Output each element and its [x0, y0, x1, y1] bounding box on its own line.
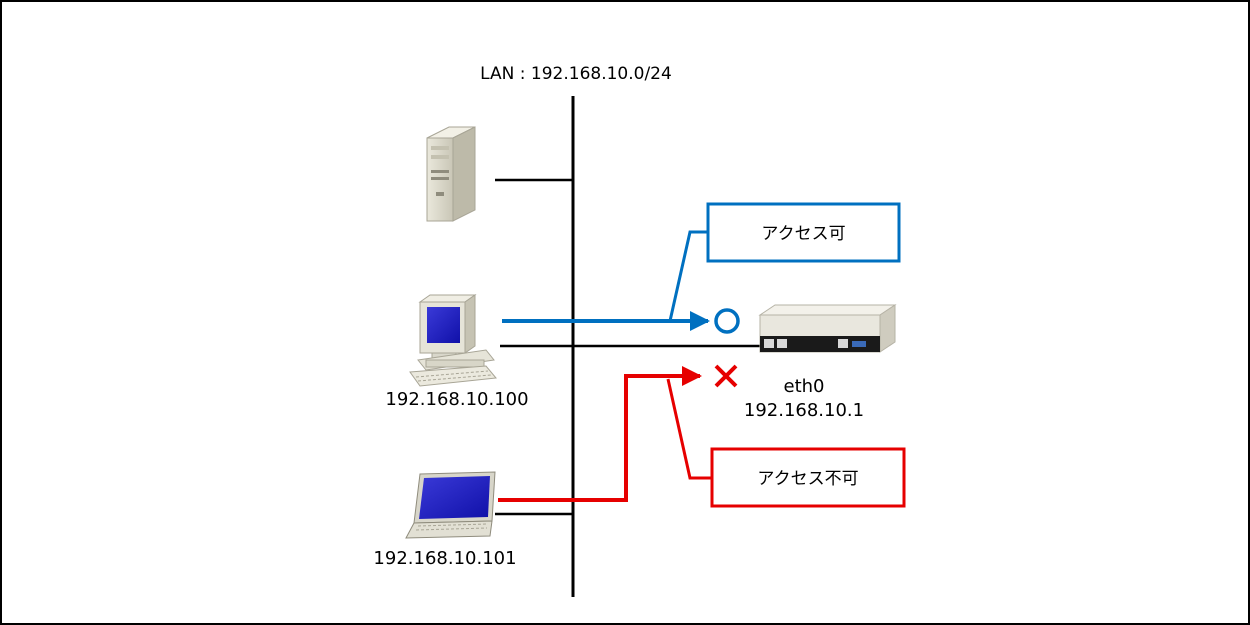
- desktop-pc-icon: [409, 294, 497, 387]
- denied-callout-text: アクセス不可: [757, 469, 858, 489]
- allowed-circle-icon: [714, 308, 740, 334]
- denied-cross-icon: [714, 364, 738, 388]
- allowed-callout-text: アクセス可: [761, 224, 845, 244]
- router-ip-label: 192.168.10.1: [744, 400, 864, 421]
- denied-callout-box: [710, 447, 906, 508]
- denied-access-arrow: [498, 366, 702, 502]
- lan-label: LAN : 192.168.10.0/24: [480, 64, 672, 84]
- server-icon: [426, 126, 476, 222]
- router-icon: [758, 304, 897, 353]
- router-interface-label: eth0: [784, 376, 825, 397]
- allowed-callout-leader: [668, 230, 708, 322]
- desktop-ip-label: 192.168.10.100: [385, 389, 528, 410]
- denied-callout-leader: [666, 378, 712, 480]
- laptop-ip-label: 192.168.10.101: [373, 548, 516, 569]
- allowed-callout-box: [706, 202, 901, 263]
- laptop-icon: [405, 471, 496, 539]
